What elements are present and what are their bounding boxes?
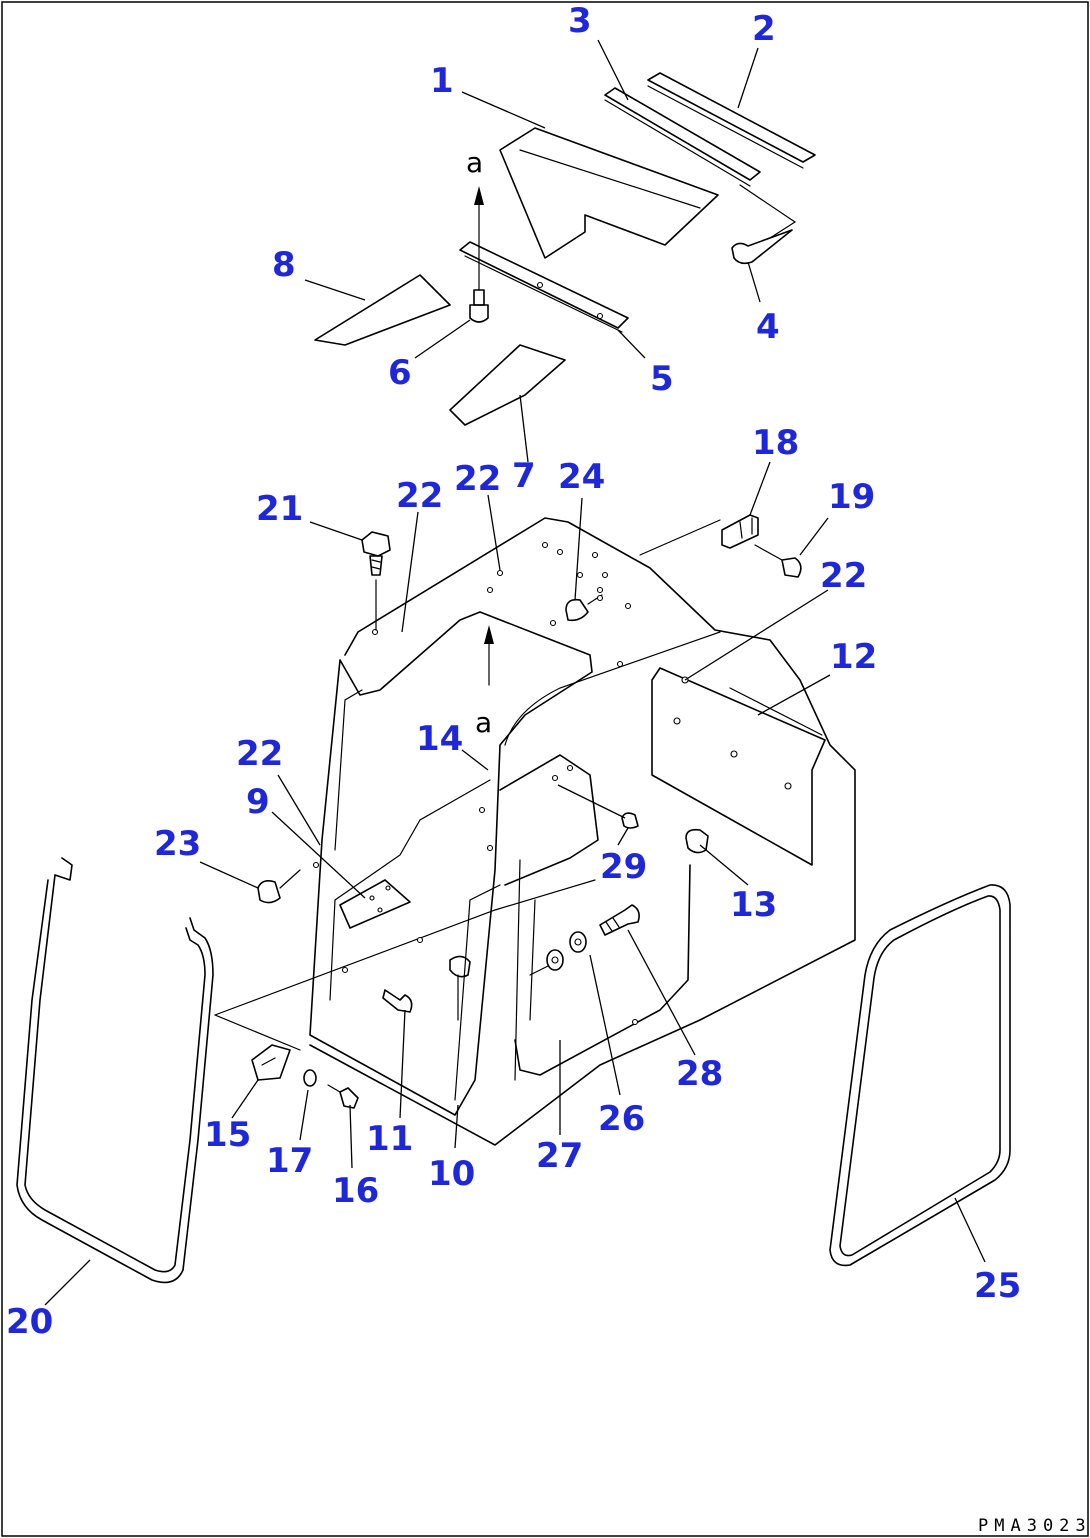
callout-25: 25 (974, 1266, 1021, 1306)
part-26-washer (569, 931, 587, 953)
part-29-plug (621, 812, 639, 829)
part-7-pad (449, 344, 566, 426)
callout-12: 12 (830, 637, 877, 677)
part-9-bracket (339, 879, 411, 929)
part-25-seal (829, 884, 1011, 1267)
callout-19: 19 (828, 477, 875, 517)
part-1-roof-liner (499, 127, 719, 259)
part-16-pin (327, 1084, 359, 1109)
part-6-grommet (469, 186, 489, 323)
part-24-plug (565, 594, 604, 622)
part-8-pad (314, 274, 451, 346)
callout-6: 6 (388, 353, 412, 393)
part-19-screw (754, 544, 802, 578)
callout-16: 16 (332, 1171, 379, 1211)
callout-22-roof-center: 22 (454, 459, 501, 499)
part-5-rail (459, 241, 629, 333)
callout-3: 3 (568, 1, 592, 41)
view-marker-cab: a (475, 706, 492, 739)
part-28-bolt (599, 904, 640, 936)
callout-15: 15 (204, 1115, 251, 1155)
view-marker-top: a (466, 146, 483, 179)
callout-22-left: 22 (236, 734, 283, 774)
part-12-plate (651, 667, 826, 866)
callout-9: 9 (246, 782, 270, 822)
callout-23: 23 (154, 824, 201, 864)
callout-22-roof-left: 22 (396, 476, 443, 516)
callout-4: 4 (756, 307, 780, 347)
callout-1: 1 (430, 61, 454, 101)
drawing-code: PMA3023 (978, 1516, 1090, 1536)
part-10-cab-frame (214, 517, 856, 1146)
part-20-seal (16, 857, 214, 1284)
callout-20: 20 (6, 1302, 53, 1342)
callout-21: 21 (256, 489, 303, 529)
part-21-bolt (361, 531, 391, 631)
part-15-pad (251, 1044, 291, 1081)
callout-28: 28 (676, 1054, 723, 1094)
callout-14: 14 (416, 719, 463, 759)
part-23-grommet (257, 869, 301, 904)
callout-13: 13 (730, 885, 777, 925)
part-3-rail (604, 87, 797, 239)
callout-2: 2 (752, 9, 776, 49)
callout-18: 18 (752, 423, 799, 463)
callout-22-right: 22 (820, 556, 867, 596)
leader-lines (44, 39, 986, 1306)
part-18-latch (721, 514, 759, 549)
callout-10: 10 (428, 1154, 475, 1194)
callout-11: 11 (366, 1119, 413, 1159)
part-17-washer (303, 1069, 317, 1087)
part-4-clip (731, 229, 793, 265)
callout-labels: 1 2 3 4 5 6 7 8 9 10 11 12 13 14 15 16 1… (6, 1, 1021, 1342)
part-11-bolt (341, 936, 471, 1021)
callout-26: 26 (598, 1099, 645, 1139)
part-27-washer (529, 949, 564, 976)
callout-8: 8 (272, 245, 296, 285)
callout-17: 17 (266, 1141, 313, 1181)
callout-29: 29 (600, 847, 647, 887)
callout-7: 7 (512, 456, 536, 496)
part-13-plug (685, 828, 709, 854)
callout-27: 27 (536, 1136, 583, 1176)
callout-5: 5 (650, 359, 674, 399)
callout-24: 24 (558, 457, 605, 497)
part-2-rail (647, 72, 816, 169)
